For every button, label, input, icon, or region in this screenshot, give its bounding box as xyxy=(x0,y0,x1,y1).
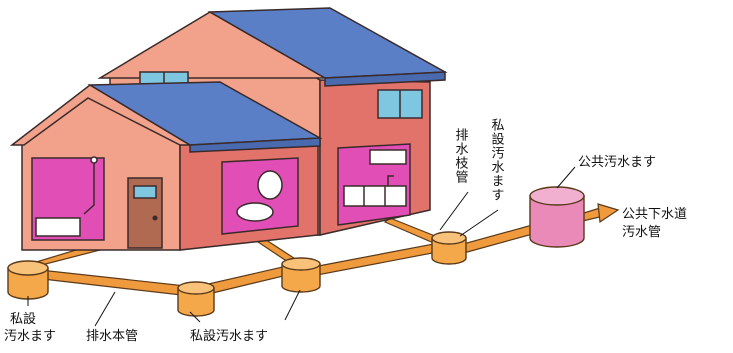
label-public-sewer-2: 汚水管 xyxy=(622,225,661,240)
kitchen-counter xyxy=(343,185,407,207)
label-private-manhole-left-2: 汚水ます xyxy=(4,329,56,344)
shower-pipe xyxy=(83,160,95,215)
shower-head xyxy=(90,156,98,164)
bathtub xyxy=(35,217,81,237)
label-private-manhole-left-1: 私設 xyxy=(10,311,36,327)
manhole-right xyxy=(431,237,467,265)
labels: 私設 汚水ます 排水本管 私設汚水ます 公共汚水ます 公共下水道 汚水管 排水枝… xyxy=(4,118,687,344)
leader-lines xyxy=(27,166,576,327)
front-house-roof-edge xyxy=(189,137,321,153)
label-public-sewer-1: 公共下水道 xyxy=(622,207,687,222)
toilet-bowl xyxy=(236,202,274,222)
manhole-center-right xyxy=(281,263,321,293)
back-house-roof-edge xyxy=(324,71,446,87)
house-front xyxy=(9,81,323,251)
toilet-tank xyxy=(257,170,283,200)
label-private-manhole-center: 私設汚水ます xyxy=(190,328,268,344)
kitchen-cabinet-upper xyxy=(369,149,407,165)
label-drain-branch-pipe: 排水枝管 xyxy=(453,128,469,184)
toilet-room xyxy=(221,157,299,235)
label-main-drain-pipe: 排水本管 xyxy=(86,329,138,344)
public-manhole xyxy=(529,186,585,248)
manholes xyxy=(7,231,467,317)
manhole-left xyxy=(7,267,49,300)
main-pipe-segment-4 xyxy=(455,223,541,255)
main-pipe-segment-3 xyxy=(307,241,449,277)
sewer-arrow xyxy=(597,203,620,224)
label-private-manhole-right: 私設汚水ます xyxy=(489,118,505,202)
label-public-manhole: 公共汚水ます xyxy=(578,155,656,170)
kitchen-faucet xyxy=(387,175,394,186)
manhole-center xyxy=(177,287,215,317)
